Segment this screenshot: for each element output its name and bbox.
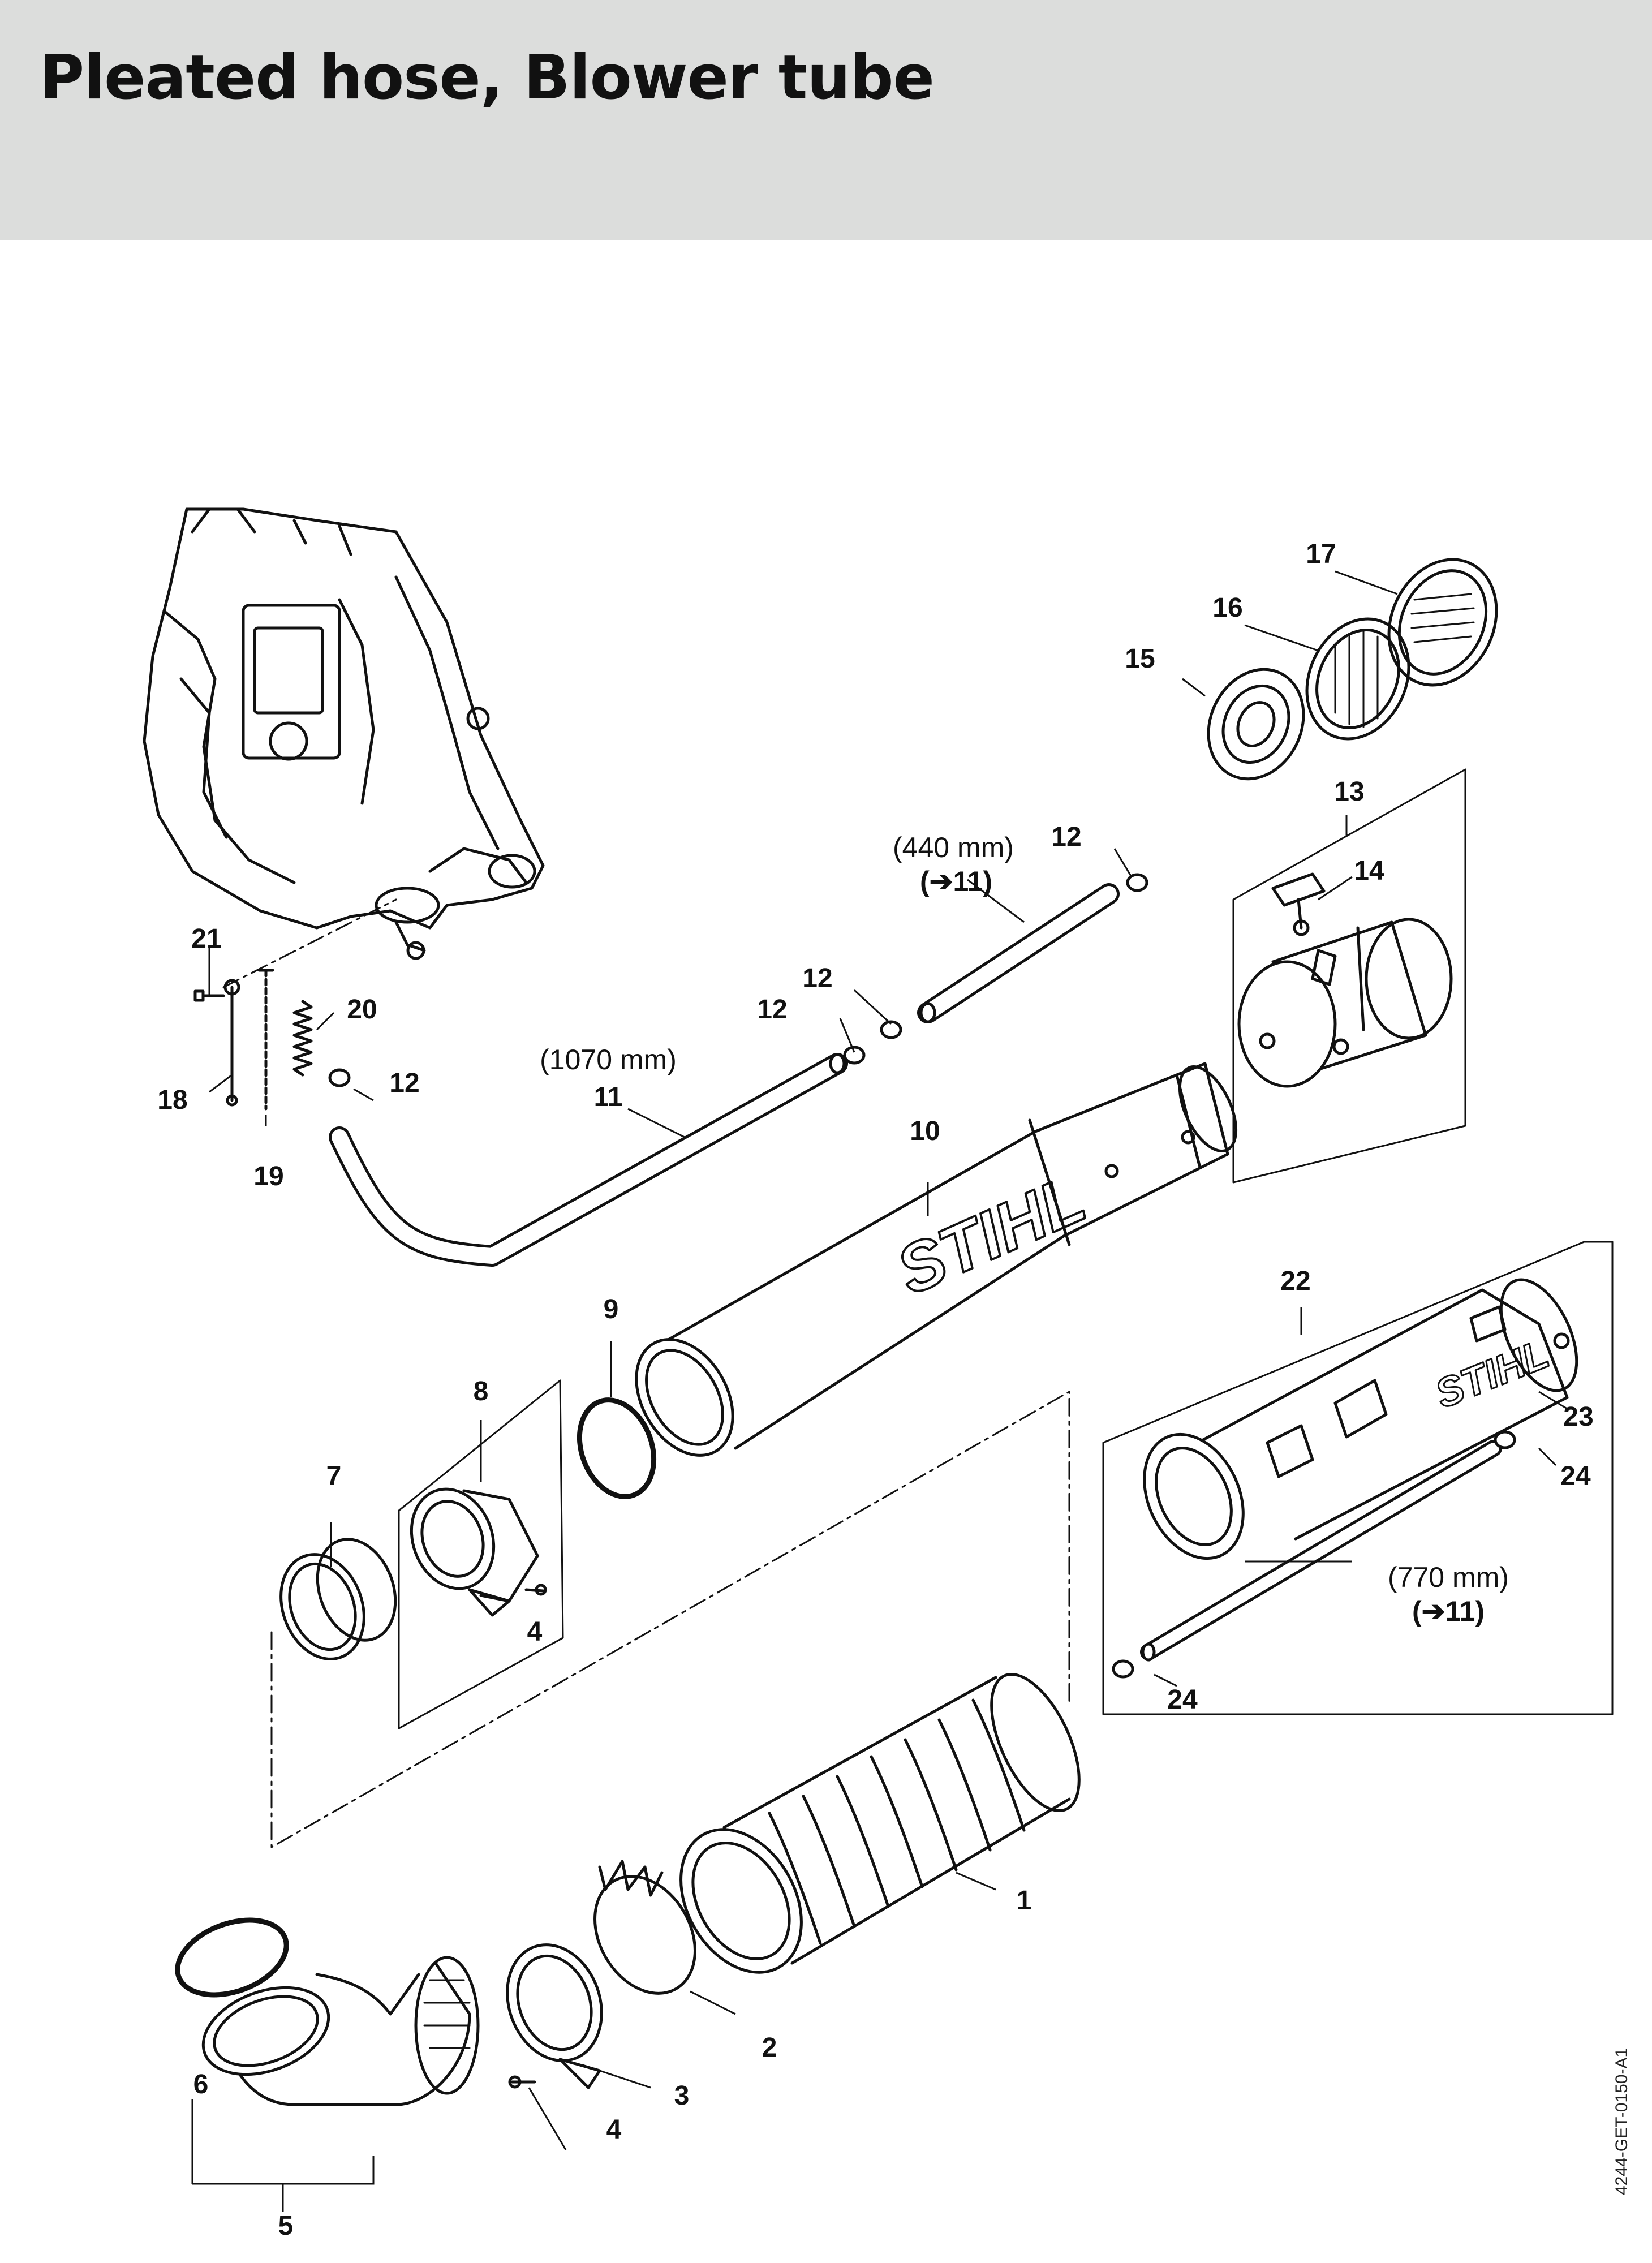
- label-part-5: 5: [278, 2211, 294, 2241]
- label-part-24-lower: 24: [1167, 1685, 1198, 1715]
- hose-part-11: [329, 1053, 848, 1267]
- label-part-12-c: 12: [802, 963, 832, 993]
- group-frame-13: [1232, 768, 1466, 1184]
- label-part-2: 2: [762, 2033, 777, 2063]
- blower-tube-part-10: [635, 1062, 1238, 1457]
- label-part-9: 9: [604, 1294, 619, 1324]
- label-part-7: 7: [326, 1461, 342, 1491]
- label-part-22: 22: [1280, 1266, 1310, 1296]
- stihl-brand-mark-tube: STIHL: [886, 1160, 1096, 1309]
- screw-part-4-lower: [508, 2075, 536, 2089]
- hose-440mm: [917, 883, 1120, 1023]
- o-ring-part-9: [577, 1397, 657, 1499]
- blower-housing: [143, 507, 545, 960]
- label-part-12-a: 12: [389, 1068, 419, 1098]
- header-bar: Pleated hose, Blower tube: [0, 0, 1652, 240]
- group-frame-8: [398, 1379, 564, 1729]
- label-part-1: 1: [1017, 1886, 1032, 1916]
- screw-part-21: [193, 989, 225, 1002]
- label-part-4-upper: 4: [527, 1617, 543, 1647]
- label-part-13: 13: [1334, 777, 1364, 807]
- group-frame-22: [1102, 1241, 1614, 1715]
- screw-part-4-upper: [524, 1584, 547, 1596]
- page-title: Pleated hose, Blower tube: [40, 42, 935, 113]
- hose-770mm: [1140, 1440, 1502, 1662]
- hose-440-length: (440 mm): [893, 832, 1014, 863]
- label-part-23: 23: [1563, 1402, 1593, 1432]
- hose-440-ref: (➔11): [920, 866, 992, 897]
- label-part-4-lower: 4: [606, 2115, 622, 2145]
- label-part-12-d: 12: [1051, 822, 1081, 852]
- label-part-6: 6: [193, 2070, 209, 2099]
- grille-part-15: [1207, 668, 1305, 781]
- label-part-21: 21: [191, 924, 221, 954]
- spring-clip-part-2: [593, 1860, 696, 1995]
- cable-part-19: [257, 969, 274, 1111]
- hose-clamp-part-3: [506, 1943, 603, 2089]
- label-part-12-b: 12: [757, 995, 787, 1025]
- hose-clamp-12: [328, 873, 1148, 1087]
- hose-770-length: (770 mm): [1388, 1561, 1509, 1593]
- hose-clamp-24: [1112, 1430, 1516, 1679]
- label-part-3: 3: [674, 2081, 690, 2111]
- spring-part-20: [292, 1000, 313, 1077]
- o-ring-part-6: [175, 1917, 289, 1998]
- assembly-line-housing: [222, 898, 397, 988]
- hose-770-ref: (➔11): [1412, 1595, 1485, 1627]
- fitting-part-13: [1237, 918, 1453, 1088]
- label-part-15: 15: [1125, 644, 1155, 674]
- label-part-16: 16: [1212, 593, 1242, 623]
- rod-part-18: [223, 979, 240, 1107]
- pleated-hose-part-1: [679, 1672, 1081, 1974]
- label-part-24-upper: 24: [1560, 1461, 1591, 1491]
- connector-part-8: [410, 1487, 539, 1617]
- label-part-17: 17: [1306, 539, 1336, 569]
- label-part-10: 10: [910, 1116, 940, 1146]
- document-code: 4244-GET-0150-A1: [1612, 2047, 1631, 2195]
- grille-part-16: [1305, 617, 1410, 741]
- assembly-line-hose: [270, 1391, 1070, 1848]
- elbow-part-5: [201, 1956, 480, 2106]
- tube-part-22: [1143, 1278, 1578, 1560]
- grille-part-17: [1387, 558, 1498, 687]
- label-part-14: 14: [1354, 856, 1384, 886]
- stihl-brand-mark-tube-22: STIHL: [1429, 1331, 1555, 1417]
- label-part-11: 11: [594, 1082, 623, 1112]
- label-part-20: 20: [347, 995, 377, 1025]
- label-part-8: 8: [474, 1376, 489, 1406]
- label-part-19: 19: [253, 1161, 283, 1191]
- knob-part-14: [1271, 872, 1326, 936]
- ring-part-7: [279, 1538, 397, 1660]
- label-part-18: 18: [157, 1085, 187, 1115]
- leader-lines: [191, 570, 1568, 2212]
- hose-11-length: (1070 mm): [540, 1044, 677, 1075]
